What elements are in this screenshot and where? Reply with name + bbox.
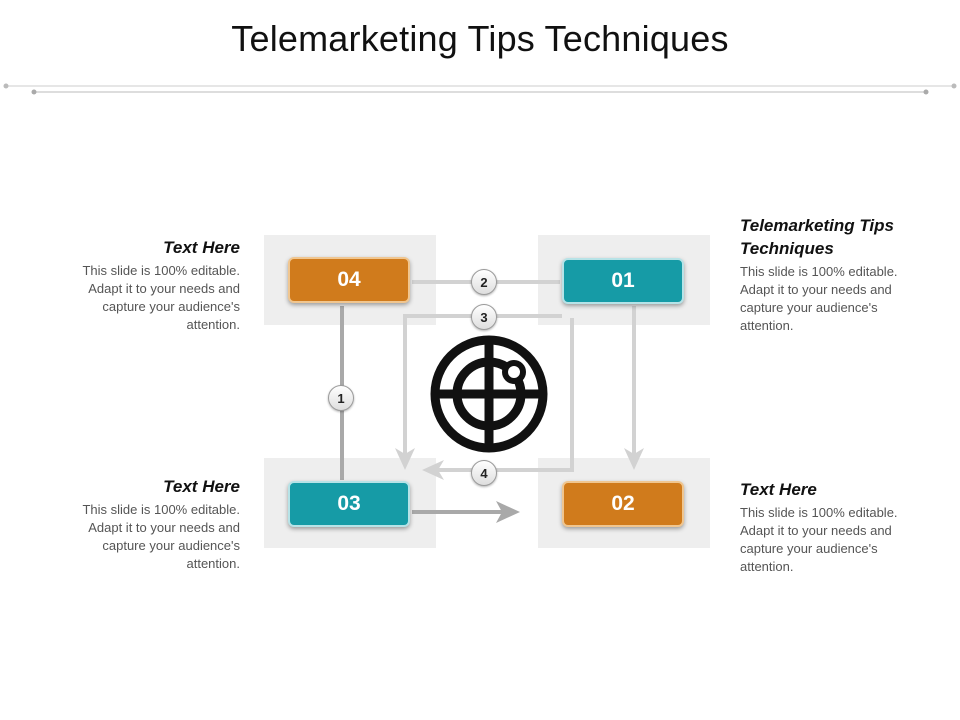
text-block-body: This slide is 100% editable. Adapt it to… <box>82 263 240 332</box>
connector-route-3 <box>403 314 562 455</box>
step-badge-1: 1 <box>328 385 354 411</box>
text-block-body: This slide is 100% editable. Adapt it to… <box>740 264 898 333</box>
step-badge-3: 3 <box>471 304 497 330</box>
slide-title: Telemarketing Tips Techniques <box>231 18 729 59</box>
step-box-01: 01 <box>562 258 684 304</box>
target-icon <box>430 335 548 453</box>
text-block-heading: Text Here <box>740 480 817 499</box>
text-block-top-right: Telemarketing Tips Techniques This slide… <box>740 214 900 335</box>
step-badge-4: 4 <box>471 460 497 486</box>
arrowhead-03-02 <box>496 501 520 523</box>
arrowhead-route-3 <box>395 448 415 470</box>
arrowhead-route-4 <box>422 460 444 480</box>
text-block-heading: Text Here <box>163 477 240 496</box>
text-block-heading: Telemarketing Tips Techniques <box>740 216 894 258</box>
step-badge-2: 2 <box>471 269 497 295</box>
arrowhead-01-02 <box>624 448 644 470</box>
text-block-bottom-right: Text Here This slide is 100% editable. A… <box>740 478 910 576</box>
step-box-02: 02 <box>562 481 684 527</box>
step-box-04: 04 <box>288 257 410 303</box>
title-divider <box>3 83 957 95</box>
text-block-body: This slide is 100% editable. Adapt it to… <box>740 505 898 574</box>
text-block-bottom-left: Text Here This slide is 100% editable. A… <box>70 475 240 573</box>
text-block-heading: Text Here <box>163 238 240 257</box>
step-box-03: 03 <box>288 481 410 527</box>
text-block-top-left: Text Here This slide is 100% editable. A… <box>70 236 240 334</box>
text-block-body: This slide is 100% editable. Adapt it to… <box>82 502 240 571</box>
